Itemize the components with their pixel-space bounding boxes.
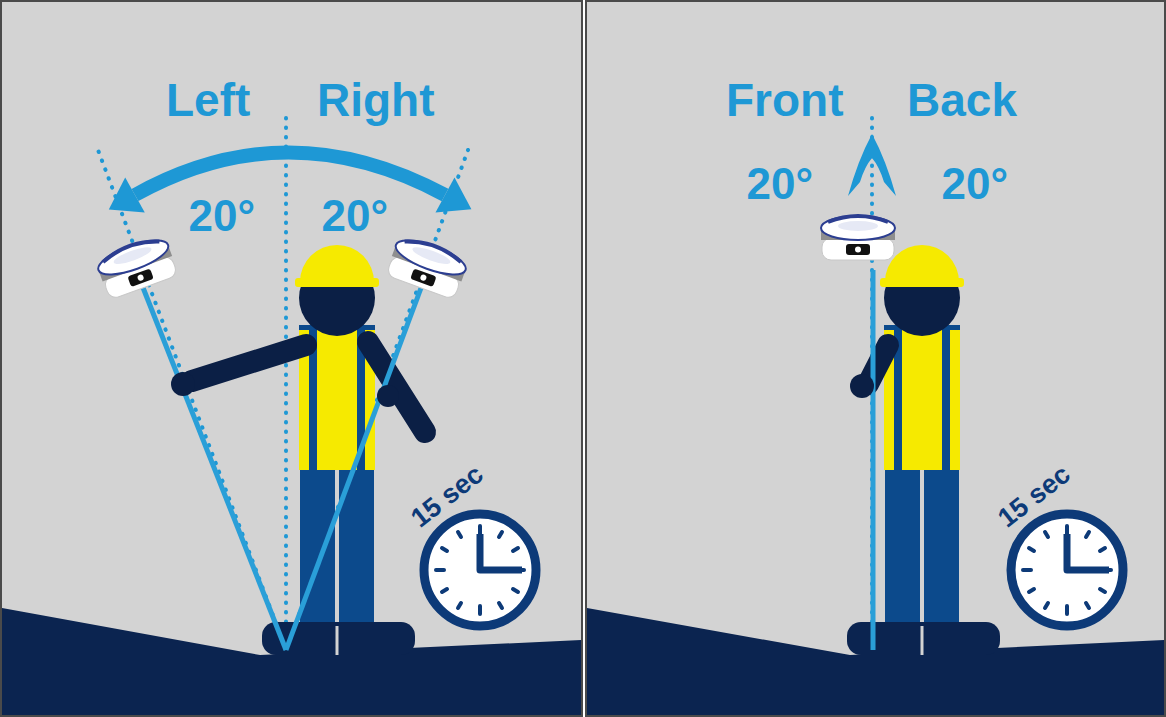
right-panel-part	[821, 216, 895, 260]
left-panel-part	[135, 153, 445, 196]
right-panel-part	[848, 134, 896, 196]
direction-label: Back	[907, 77, 1017, 123]
left-panel-part	[94, 234, 179, 301]
left-panel-part	[140, 280, 286, 650]
angle-label: 20°	[189, 194, 256, 238]
angle-label: 20°	[942, 162, 1009, 206]
left-panel	[1, 1, 582, 716]
left-panel-part	[385, 234, 470, 301]
left-panel-part	[286, 280, 424, 650]
direction-label: Left	[166, 77, 250, 123]
direction-label: Right	[317, 77, 435, 123]
left-panel-part	[192, 345, 306, 381]
left-panel-part	[262, 245, 415, 655]
right-panel-part	[871, 270, 876, 650]
angle-label: 20°	[322, 194, 389, 238]
left-panel-part	[109, 178, 145, 213]
right-panel	[586, 1, 1165, 716]
angle-label: 20°	[747, 162, 814, 206]
right-panel-part	[586, 1, 1165, 716]
left-panel-part	[1, 1, 582, 716]
right-panel-part	[850, 374, 874, 398]
left-panel-part	[436, 177, 472, 212]
direction-label: Front	[726, 77, 844, 123]
left-panel-part	[424, 514, 536, 626]
right-panel-part	[847, 245, 1000, 655]
left-panel-part	[377, 385, 399, 407]
left-panel-part-part	[284, 118, 288, 650]
right-panel-part	[1011, 514, 1123, 626]
left-panel-part	[98, 118, 468, 650]
left-panel-part	[171, 372, 195, 396]
left-panel-part-part	[98, 150, 286, 650]
